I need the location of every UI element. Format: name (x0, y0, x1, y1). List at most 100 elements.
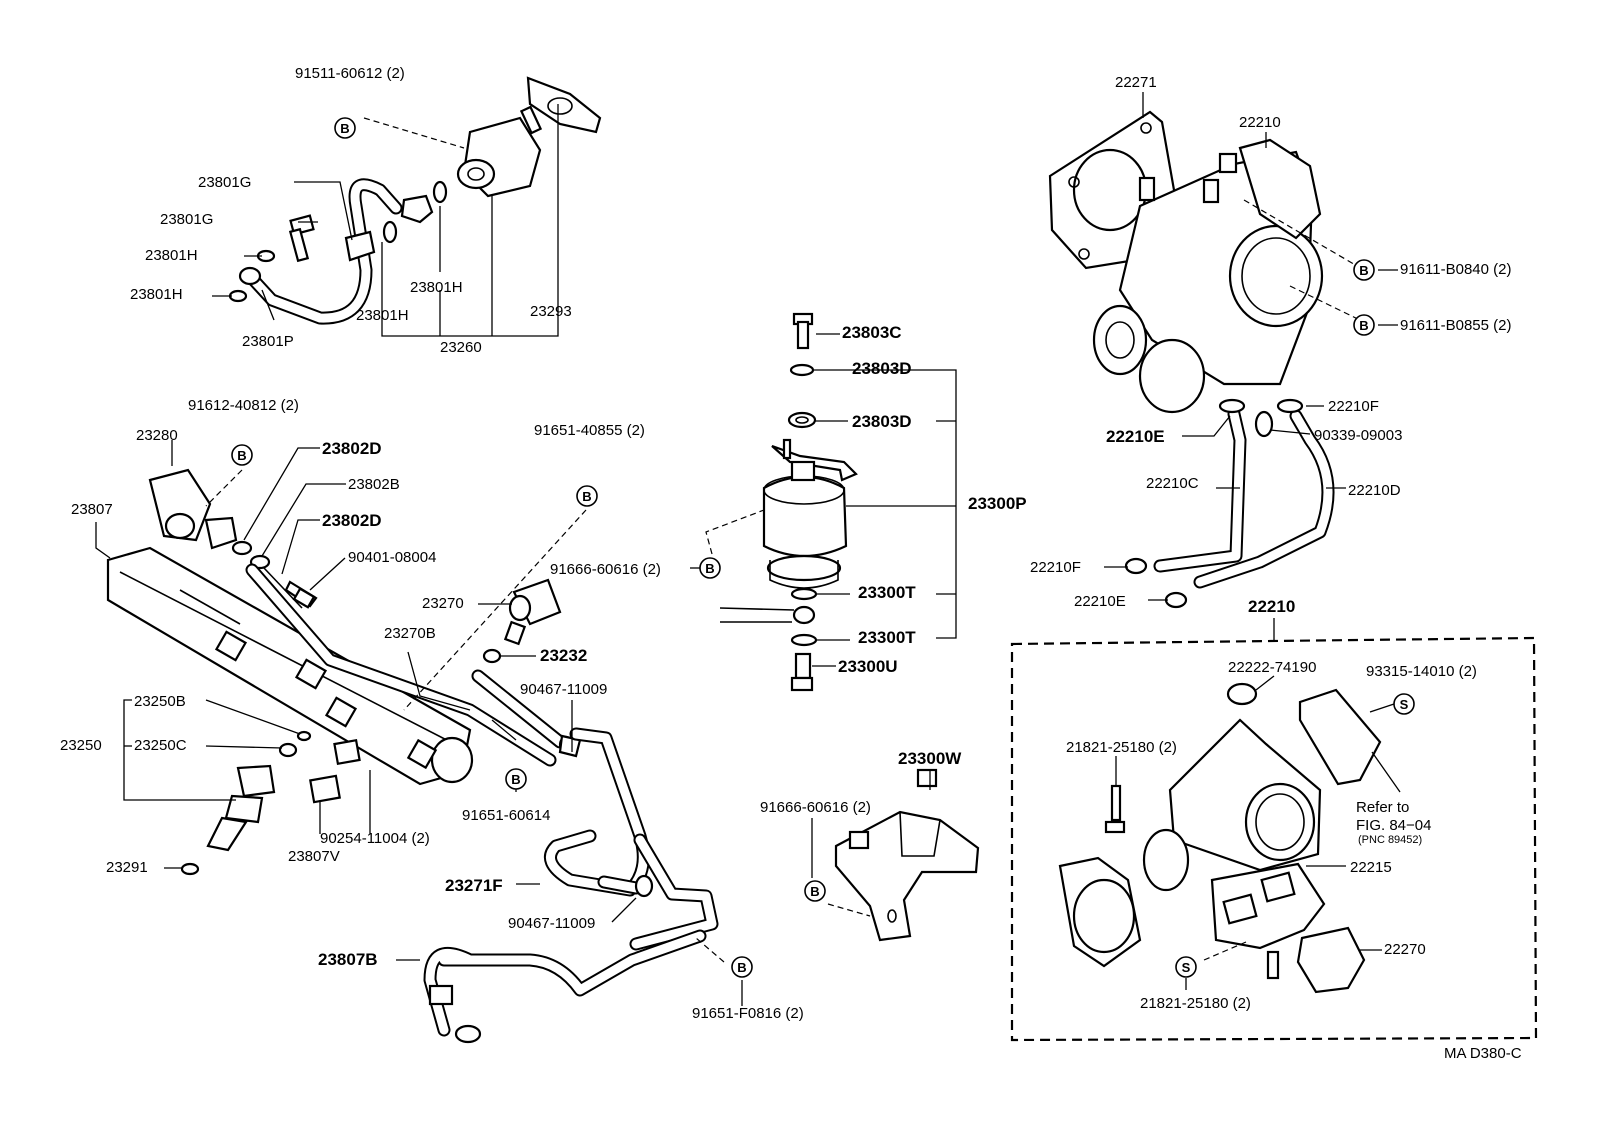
label-23260: 23260 (440, 339, 482, 356)
label-22210E: 22210E (1074, 593, 1126, 610)
label-23803D: 23803D (852, 412, 912, 431)
regulator-bracket (834, 768, 980, 942)
label-23280: 23280 (136, 427, 178, 444)
svg-text:B: B (1359, 263, 1368, 278)
bolt-symbol: B (804, 880, 826, 902)
bolt-symbol: B (731, 956, 753, 978)
label-23807B: 23807B (318, 950, 378, 969)
bolt-symbol: B (1353, 259, 1375, 281)
label-23802B: 23802B (348, 476, 400, 493)
label-21821-25180: 21821-25180 (2) (1140, 995, 1251, 1012)
bolt-symbol: B (334, 117, 356, 139)
svg-text:B: B (1359, 318, 1368, 333)
label-22210F: 22210F (1030, 559, 1081, 576)
bolt-symbol: B (231, 444, 253, 466)
label-pnc-ref: (PNC 89452) (1358, 834, 1423, 846)
label-91666-60616: 91666-60616 (2) (550, 561, 661, 578)
svg-text:S: S (1182, 960, 1191, 975)
bolt-symbol: B (505, 768, 527, 790)
label-23801G: 23801G (160, 211, 214, 228)
label-23801H: 23801H (356, 307, 409, 324)
label-23300T: 23300T (858, 583, 916, 602)
label-21821-25180: 21821-25180 (2) (1066, 739, 1177, 756)
pressure-regulator-line-leaders (396, 509, 743, 1006)
bolt-symbol: B (1353, 314, 1375, 336)
label-22210: 22210 (1239, 114, 1281, 131)
screw-symbol: S (1175, 956, 1197, 978)
label-23801G: 23801G (198, 174, 252, 191)
label-refer-to: Refer to (1356, 799, 1410, 816)
label-23293: 23293 (530, 303, 572, 320)
svg-text:B: B (582, 489, 591, 504)
label-23807: 23807 (71, 501, 113, 518)
label-90467-11009: 90467-11009 (520, 681, 608, 698)
bolt-symbol: B (699, 557, 721, 579)
label-90254-11004: 90254-11004 (2) (320, 830, 430, 847)
label-23250C: 23250C (134, 737, 187, 754)
label-22215: 22215 (1350, 859, 1392, 876)
screw-symbol: S (1393, 693, 1415, 715)
pulsation-damper-leaders (212, 104, 559, 337)
bolt-symbol: B (576, 485, 598, 507)
label-91611-B0840: 91611-B0840 (2) (1400, 261, 1512, 278)
label-22271: 22271 (1115, 74, 1157, 91)
bolt-symbols: B B B B B B B B B S S (231, 117, 1415, 978)
label-91612-40812: 91612-40812 (2) (188, 397, 299, 414)
svg-text:B: B (237, 448, 246, 463)
label-23803C: 23803C (842, 323, 902, 342)
throttle-sub-assembly (1010, 618, 1538, 1042)
regulator-bracket-leaders (811, 770, 931, 917)
label-23807V: 23807V (288, 848, 340, 865)
label-23801H: 23801H (130, 286, 183, 303)
label-23801H: 23801H (145, 247, 198, 264)
label-23801H: 23801H (410, 279, 463, 296)
svg-text:B: B (705, 561, 714, 576)
label-22210F: 22210F (1328, 398, 1379, 415)
label-23803D: 23803D (852, 359, 912, 378)
label-23300T: 23300T (858, 628, 916, 647)
label-22210D: 22210D (1348, 482, 1401, 499)
drawing-code: MA D380-C (1444, 1045, 1522, 1062)
label-23802D: 23802D (322, 511, 382, 530)
delivery-pipe-assembly (106, 468, 557, 876)
label-91651-40855: 91651-40855 (2) (534, 422, 645, 439)
label-23250B: 23250B (134, 693, 186, 710)
pulsation-damper-assembly (228, 76, 602, 325)
label-91611-B0855: 91611-B0855 (2) (1400, 317, 1512, 334)
label-fig-ref: FIG. 84−04 (1356, 817, 1432, 834)
svg-text:B: B (340, 121, 349, 136)
label-22210E: 22210E (1106, 427, 1165, 446)
throttle-sub-assembly-leaders (1115, 675, 1401, 990)
fuel-pressure-regulator-leaders (690, 333, 957, 667)
label-23232: 23232 (540, 646, 588, 665)
label-91666-60616: 91666-60616 (2) (760, 799, 871, 816)
label-91651-60614: 91651-60614 (462, 807, 551, 824)
label-22210C: 22210C (1146, 475, 1199, 492)
label-90339-09003: 90339-09003 (1314, 427, 1403, 444)
delivery-pipe-leaders (95, 440, 471, 869)
label-22210: 22210 (1248, 597, 1296, 616)
label-23802D: 23802D (322, 439, 382, 458)
label-91651-F0816: 91651-F0816 (2) (692, 1005, 804, 1022)
label-23270: 23270 (422, 595, 464, 612)
svg-text:S: S (1400, 697, 1409, 712)
svg-text:B: B (511, 772, 520, 787)
label-93315-14010: 93315-14010 (2) (1366, 663, 1477, 680)
throttle-body-leaders (1104, 92, 1398, 601)
label-23271F: 23271F (445, 876, 503, 895)
svg-text:B: B (737, 960, 746, 975)
label-23291: 23291 (106, 859, 148, 876)
svg-text:B: B (810, 884, 819, 899)
label-22270: 22270 (1384, 941, 1426, 958)
label-23300P: 23300P (968, 494, 1027, 513)
label-23801P: 23801P (242, 333, 294, 350)
label-23300W: 23300W (898, 749, 962, 768)
label-91511-60612: 91511-60612 (2) (295, 65, 405, 82)
label-90467-11009: 90467-11009 (508, 915, 596, 932)
label-23270B: 23270B (384, 625, 436, 642)
label-22222-74190: 22222-74190 (1228, 659, 1317, 676)
throttle-body-assembly (1048, 110, 1335, 609)
pressure-regulator-lines (423, 578, 719, 1044)
